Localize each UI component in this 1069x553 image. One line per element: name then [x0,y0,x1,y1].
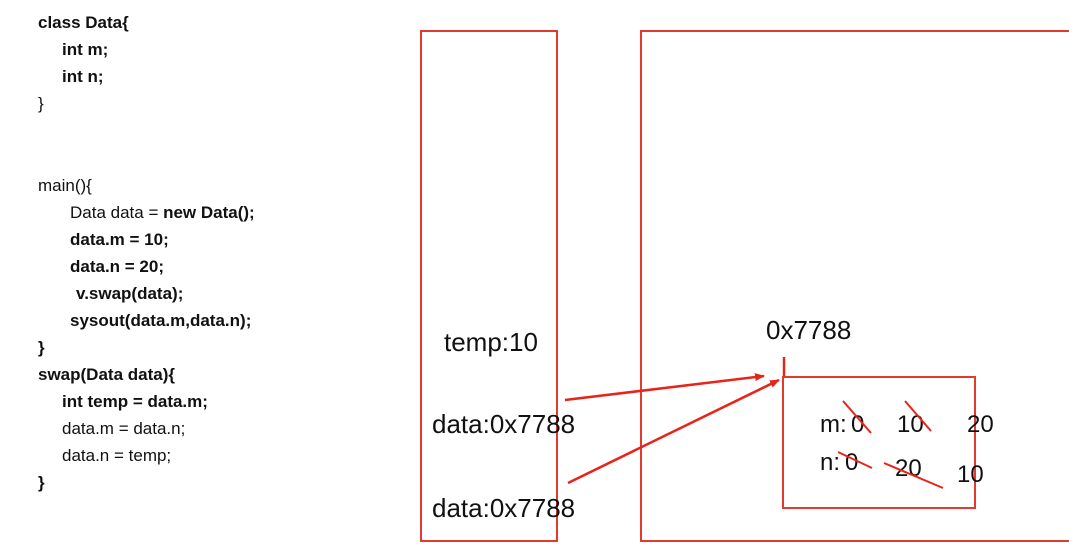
stack-data-ref-swap: data:0x7788 [432,409,576,439]
code-class-decl: class Data{ [38,13,129,32]
strike-n-mid [883,462,944,489]
field-m-old-value: 0 [851,411,865,438]
field-m-label: m: [820,411,847,438]
code-swap-sig: swap(Data data){ [38,365,175,384]
heap-box [640,30,1069,542]
code-alloc-new: new Data(); [163,203,255,222]
stack-box [420,30,558,542]
field-m-new-value: 20 [967,411,994,438]
field-m-mid-value: 10 [897,411,924,438]
field-n-new-value: 10 [957,461,984,488]
stack-temp: temp:10 [444,327,538,357]
arrow-swap-ref [564,373,765,402]
code-field-m: int m; [62,40,109,59]
code-call-swap: v.swap(data); [76,284,184,303]
arrow-main-ref [567,378,780,485]
code-field-n: int n; [62,67,104,86]
code-alloc-line: Data data = new Data(); [70,203,255,223]
code-main-close: } [38,338,45,357]
code-class-close: } [38,94,44,113]
stack-data-ref-main: data:0x7788 [432,493,576,523]
strike-n-old [837,451,873,469]
code-main-sig: main(){ [38,176,92,195]
code-assign-m: data.m = 10; [70,230,169,249]
field-n-label: n: [820,449,841,476]
code-alloc-prefix: Data data = [70,203,164,222]
code-swap-n: data.n = temp; [62,446,172,465]
code-assign-n: data.n = 20; [70,257,165,276]
field-n-old-value: 0 [845,449,859,476]
code-swap-m: data.m = data.n; [62,419,186,438]
code-call-print: sysout(data.m,data.n); [70,311,252,330]
data-object-box [782,376,976,509]
strike-m-old [842,400,872,434]
code-swap-temp: int temp = data.m; [62,392,208,411]
strike-m-mid [904,400,932,432]
code-swap-close: } [38,473,45,492]
heap-address: 0x7788 [766,315,852,345]
